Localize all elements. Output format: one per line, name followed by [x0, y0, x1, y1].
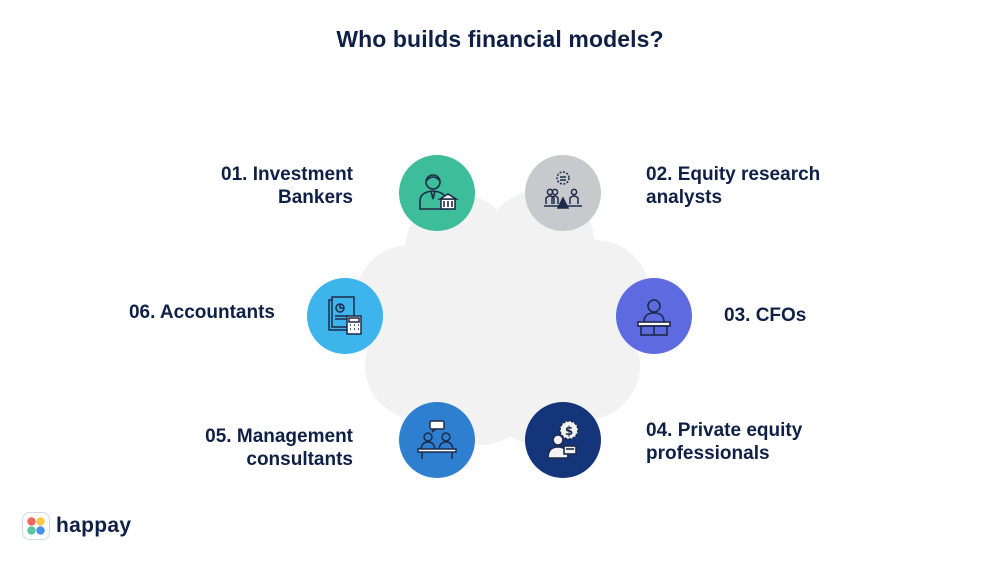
label-line-1: 01. Investment — [221, 164, 353, 185]
label-line-1: 04. Private equity — [646, 420, 803, 441]
management-consultants-label: 05. Management consultants — [205, 425, 353, 471]
cfos-node — [616, 278, 692, 354]
equity-research-label: 02. Equity research analysts — [646, 163, 820, 209]
private-equity-label: 04. Private equity professionals — [646, 419, 802, 465]
management-consultants-node — [399, 402, 475, 478]
cfos-label: 03. CFOs — [724, 304, 806, 327]
cfo-desk-icon — [637, 299, 671, 336]
cloud-background — [355, 190, 650, 445]
label-line-1: 06. Accountants — [128, 302, 275, 323]
investment-bankers-node — [399, 155, 475, 231]
equity-research-node — [525, 155, 601, 231]
label-line-2: Bankers — [278, 187, 353, 208]
accountants-label: 06. Accountants — [129, 301, 275, 324]
brand-name: happay — [56, 514, 132, 537]
banker-icon — [419, 174, 459, 210]
brand-logo: happay — [22, 512, 131, 540]
investment-bankers-label: 01. Investment Bankers — [221, 163, 353, 209]
private-equity-node: $ — [525, 402, 601, 478]
svg-text:$: $ — [565, 424, 573, 438]
investor-money-icon: $ — [547, 420, 579, 459]
label-line-2: professionals — [646, 443, 770, 464]
label-line-1: 03. CFOs — [724, 305, 807, 326]
label-line-2: analysts — [646, 187, 723, 208]
label-line-1: 05. Management — [205, 426, 353, 447]
label-line-2: consultants — [246, 449, 353, 470]
accounting-calculator-icon — [328, 296, 362, 335]
analysts-scale-icon — [544, 171, 582, 209]
label-line-1: 02. Equity research — [646, 164, 821, 185]
accountants-node — [307, 278, 383, 354]
page-title: Who builds financial models? — [336, 26, 664, 52]
happay-logo-icon — [22, 512, 50, 540]
consultant-meeting-icon — [417, 420, 457, 459]
